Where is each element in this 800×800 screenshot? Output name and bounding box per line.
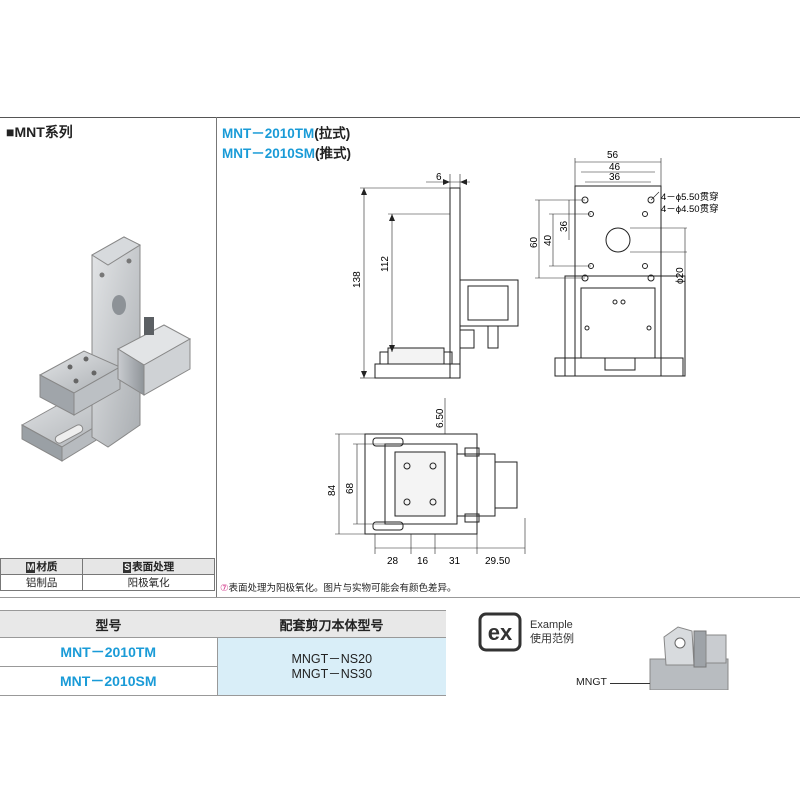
dim-56: 56 [607, 150, 619, 161]
model-row-tm: MNT－2010TM [0, 637, 218, 667]
surface-note: ⑦表面处理为阳极氧化。图片与实物可能会有颜色差异。 [220, 583, 457, 594]
dim-40: 40 [543, 234, 554, 246]
dim-60: 60 [529, 236, 540, 248]
dim-29-50: 29.50 [485, 556, 510, 567]
example-image [649, 626, 729, 690]
dim-84: 84 [327, 484, 338, 496]
example-badge-icon: ex [478, 612, 522, 652]
dim-16: 16 [417, 556, 429, 567]
svg-text:ex: ex [488, 620, 513, 645]
surface-value: 阳极氧化 [82, 574, 215, 591]
dim-28: 28 [387, 556, 399, 567]
section-title: ■MNT系列 [6, 124, 73, 140]
dim-6-50: 6.50 [435, 408, 446, 428]
match-col-header: 配套剪刀本体型号 [217, 610, 446, 638]
dim-phi20: ϕ20 [675, 267, 686, 284]
example-label: Example 使用范例 [530, 619, 574, 645]
hole-note-2: 4－ϕ4.50贯穿 [661, 203, 719, 215]
model-title-tm: MNT－2010TM(拉式) [222, 126, 351, 141]
product-photo [20, 236, 192, 462]
dim-6: 6 [436, 172, 442, 183]
dim-31: 31 [449, 556, 461, 567]
dim-36w: 36 [609, 172, 621, 183]
mngt-label: MNGT [576, 676, 607, 688]
dim-112: 112 [380, 256, 391, 272]
model-col-header: 型号 [0, 610, 217, 638]
top-view-drawing: 6.50 84 68 28 16 31 29.50 [327, 398, 526, 567]
model-table: 型号 配套剪刀本体型号 MNT－2010TM MNGT－NS20 MNGT－NS… [0, 610, 446, 696]
model-title-sm: MNT－2010SM(推式) [222, 146, 352, 161]
dim-138: 138 [352, 271, 363, 288]
side-view-drawing: 6 138 112 [352, 172, 519, 379]
match-cell: MNGT－NS20 MNGT－NS30 [217, 637, 446, 696]
dim-68: 68 [345, 482, 356, 494]
note-mark-icon: ⑦ [220, 583, 229, 594]
material-value: 铝制品 [0, 574, 84, 591]
model-row-sm: MNT－2010SM [0, 666, 218, 696]
dim-36h: 36 [559, 220, 570, 232]
front-view-drawing: 56 46 36 60 40 36 ϕ20 4－ϕ5.50贯穿 4－ϕ4.50贯… [529, 150, 719, 377]
hole-note-1: 4－ϕ5.50贯穿 [661, 191, 719, 203]
dim-46: 46 [609, 162, 621, 173]
